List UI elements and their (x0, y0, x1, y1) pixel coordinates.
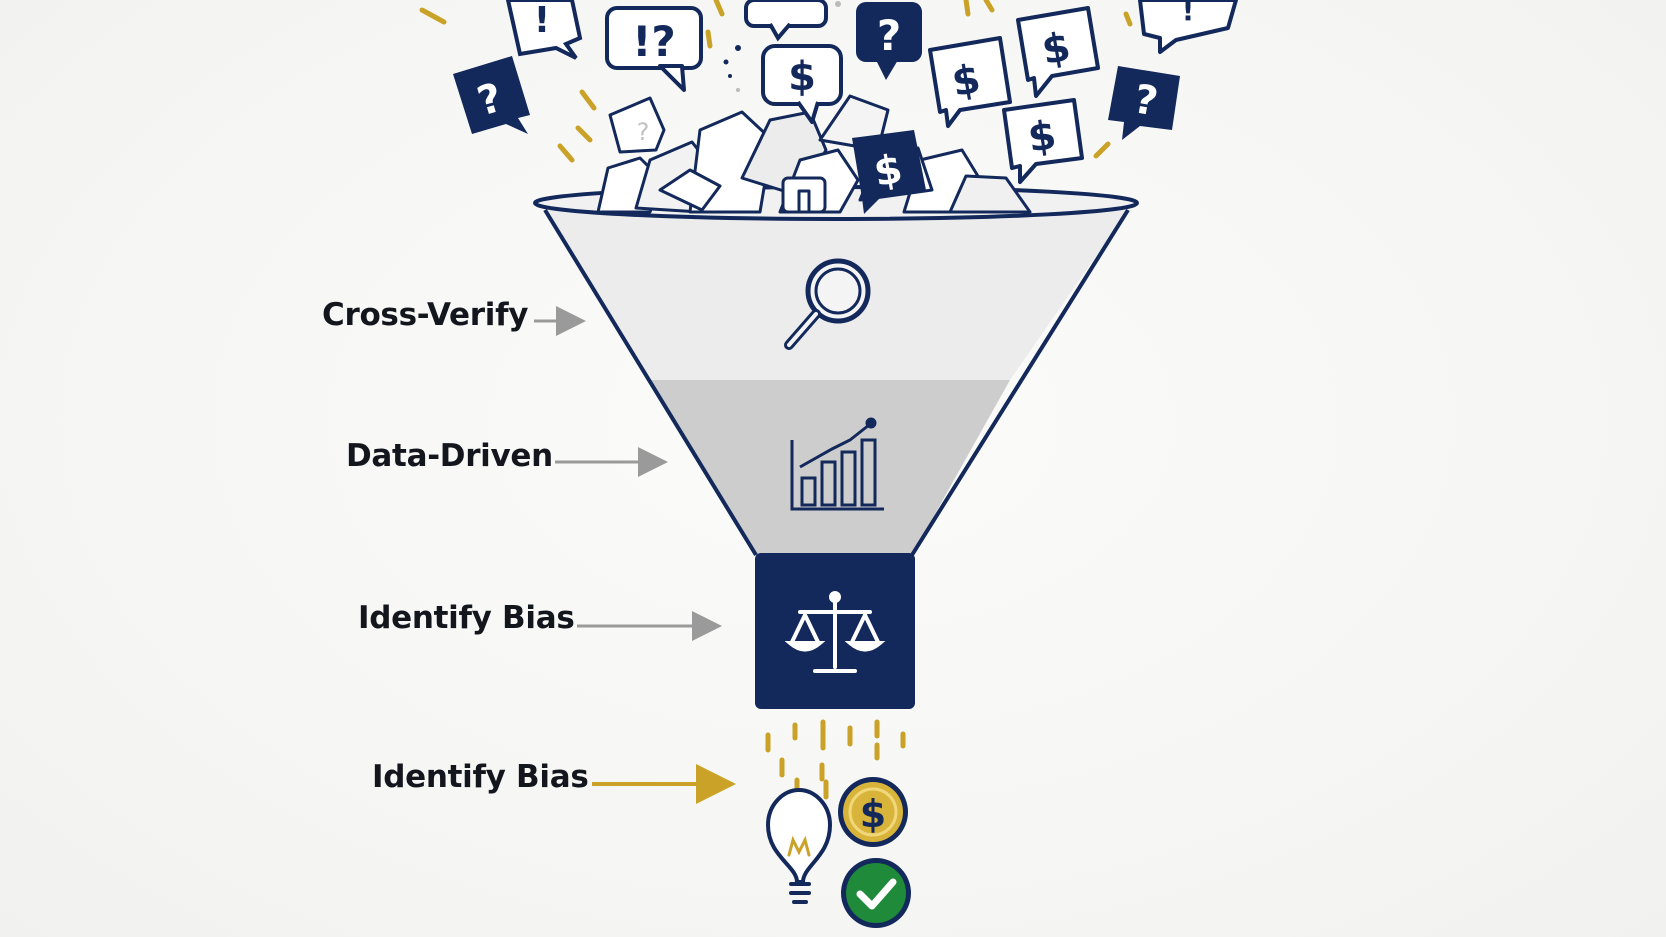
svg-text:$: $ (860, 792, 886, 836)
interrobang-bubble: !? (605, 6, 703, 92)
svg-text:!?: !? (632, 17, 676, 66)
check-circle-icon (841, 858, 911, 928)
exclaim-bubble-2: ! (1138, 0, 1238, 54)
svg-text:?: ? (637, 118, 650, 146)
svg-text:?: ? (877, 11, 901, 60)
gold-drips (765, 719, 906, 800)
dots (723, 1, 841, 92)
balance-scale-icon (784, 591, 886, 673)
dollar-bubble-3: $ (928, 36, 1012, 128)
question-bubble-dark-1: ? (453, 56, 530, 134)
light-bulb-icon (765, 787, 833, 904)
funnel-stage-middle (648, 380, 1010, 555)
magnifying-glass-icon (784, 258, 871, 350)
question-bubble-dark-3: ? (1108, 66, 1180, 140)
dollar-bubble-2: $ (761, 44, 843, 124)
label-identify-bias-1: Identify Bias (358, 600, 575, 636)
speech-bubbles: ? ! !? $ (453, 0, 1238, 214)
svg-text:$: $ (1025, 112, 1059, 161)
svg-text:$: $ (788, 54, 816, 100)
exclaim-bubble-1: ! (505, 0, 583, 60)
dollar-bubble-dark: $ (852, 130, 926, 214)
label-data-driven: Data-Driven (346, 438, 553, 474)
coin-dollar-icon: $ (838, 777, 908, 847)
label-identify-bias-2: Identify Bias (372, 759, 589, 795)
question-bubble-dark-2: ? (856, 2, 922, 80)
label-cross-verify: Cross-Verify (322, 297, 529, 333)
bar-chart-icon (790, 417, 884, 511)
dollar-bubble-5: $ (1002, 98, 1084, 184)
svg-text:!: ! (534, 0, 550, 41)
dollar-bubble-4: $ (1016, 6, 1100, 98)
gold-sparks (419, 0, 1133, 163)
crumpled-papers: ? (596, 94, 1032, 214)
svg-text:!: ! (1182, 0, 1195, 27)
label-arrows (534, 306, 736, 804)
dollar-bubble-1 (744, 0, 828, 42)
